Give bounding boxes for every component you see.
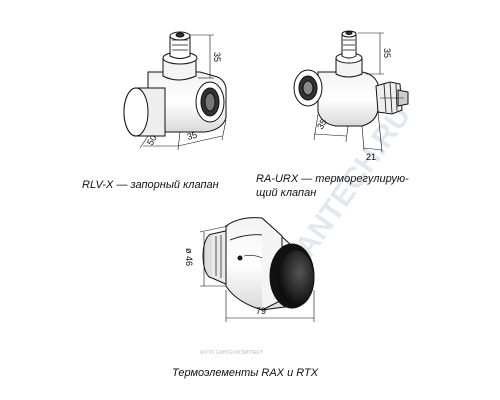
dimension-label: 35 [382,48,392,58]
dimension-label: 35 [315,117,329,131]
caption-ra-urx: RA-URX — терморегулирую- щий клапан [256,172,409,200]
dimension-label: 79 [256,306,266,316]
caption-rlv-x: RLV-X — запорный клапан [82,179,219,191]
dimension-label: 21 [366,152,376,162]
valve-rlv-x-drawing [123,31,227,151]
caption-line-1: RA-URX — терморегулирую- [256,173,409,185]
dimension-label: 50 [145,133,159,147]
thermostatic-head-drawing [199,217,315,322]
caption-line-2: щий клапан [256,187,317,199]
dimension-label: 35 [212,52,222,62]
valve-ra-urx-drawing [293,30,409,153]
caption-thermo-elements: Термоэлементы RAX и RTX [172,367,319,379]
dimension-label: 35 [186,130,198,142]
dimension-label: ø 46 [184,248,194,266]
watermark-fine-print: ФОТО САНТЕХКОМПЛЕКТ [200,350,263,356]
